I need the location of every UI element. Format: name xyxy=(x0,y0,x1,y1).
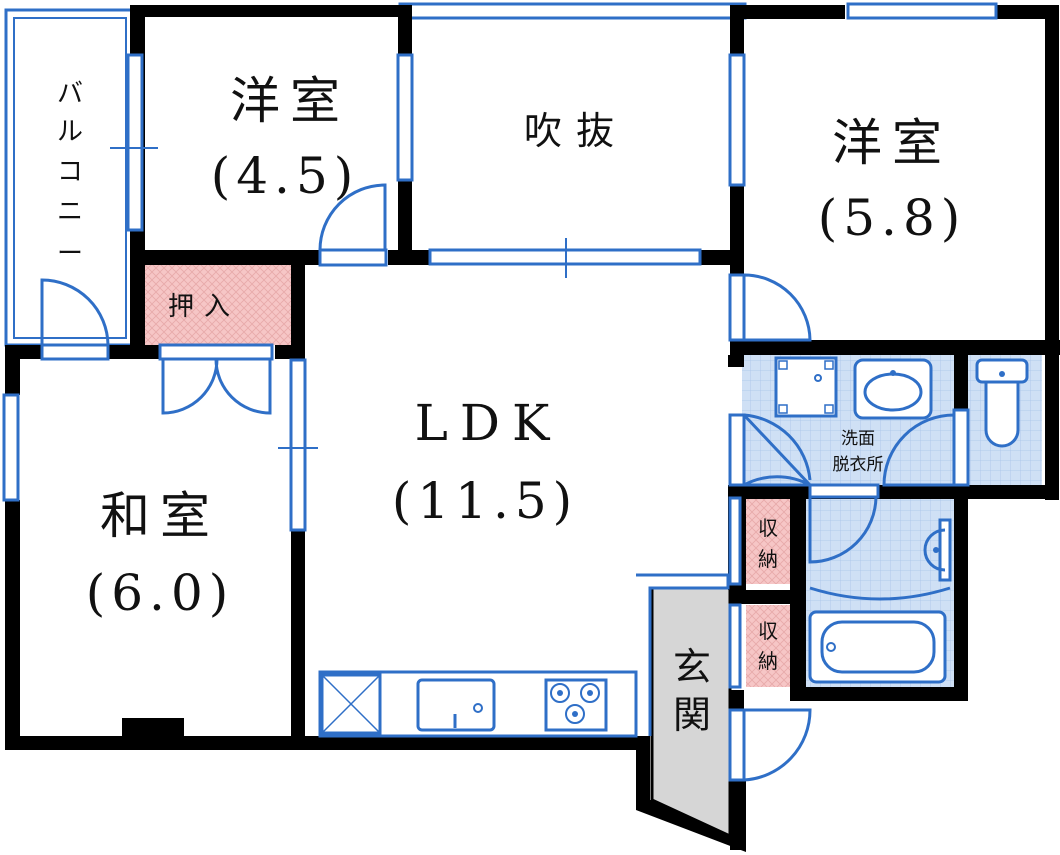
room-large-western-name: 洋室 xyxy=(832,114,952,172)
balcony xyxy=(4,2,747,347)
washing-machine-pan xyxy=(774,356,838,418)
closet-label: 押入 xyxy=(168,292,240,322)
room-labels: 洋室 (4.5) 吹抜 洋室 (5.8) LDK (11.5) 和室 (6.0)… xyxy=(57,72,967,737)
storage-lower-fill xyxy=(746,605,790,687)
window-large-room-top xyxy=(846,2,998,20)
closet-fill xyxy=(143,265,291,345)
balcony-char: ニ xyxy=(57,197,83,227)
fixtures xyxy=(318,356,1029,738)
room-small-western-size: (4.5) xyxy=(211,147,360,205)
room-ldk-name: LDK xyxy=(415,394,562,452)
room-small-western-name: 洋室 xyxy=(230,72,350,130)
balcony-char: ル xyxy=(57,117,83,147)
storage-lower-label: 収 納 xyxy=(758,619,778,673)
bathtub xyxy=(808,610,947,684)
void-label: 吹抜 xyxy=(524,109,628,153)
room-large-western-size: (5.8) xyxy=(818,189,967,247)
window-large-room-left xyxy=(728,53,746,187)
storage-char: 収 xyxy=(758,516,778,540)
washroom-label-line1: 洗面 xyxy=(841,429,875,449)
room-ldk-size: (11.5) xyxy=(392,472,578,530)
room-japanese-name: 和室 xyxy=(100,487,220,545)
window-japanese-left xyxy=(2,393,20,502)
entrance-char: 玄 xyxy=(673,645,711,689)
balcony-char: コ xyxy=(57,157,83,187)
storage-upper-label: 収 納 xyxy=(758,516,778,571)
storage-char: 納 xyxy=(758,649,778,673)
storage-char: 収 xyxy=(758,619,778,643)
window-toilet xyxy=(952,408,970,487)
balcony-label: バ ル コ ニ ー xyxy=(57,79,83,269)
entrance-label: 玄 関 xyxy=(673,645,711,737)
window-ldk-left xyxy=(289,358,307,532)
balcony-char: バ xyxy=(57,79,83,109)
balcony-char: ー xyxy=(57,239,83,269)
toilet-bowl xyxy=(984,380,1020,448)
window-small-room-left xyxy=(126,53,144,232)
storage-upper-fill xyxy=(746,498,790,584)
doors xyxy=(40,183,956,782)
window-small-room-right xyxy=(396,53,414,182)
storage-char: 納 xyxy=(758,547,778,571)
room-japanese-size: (6.0) xyxy=(86,564,235,622)
kitchen-sink xyxy=(416,678,496,732)
windows xyxy=(2,2,998,532)
washroom-label-line2: 脱衣所 xyxy=(833,455,884,475)
entrance-char: 関 xyxy=(673,693,711,737)
